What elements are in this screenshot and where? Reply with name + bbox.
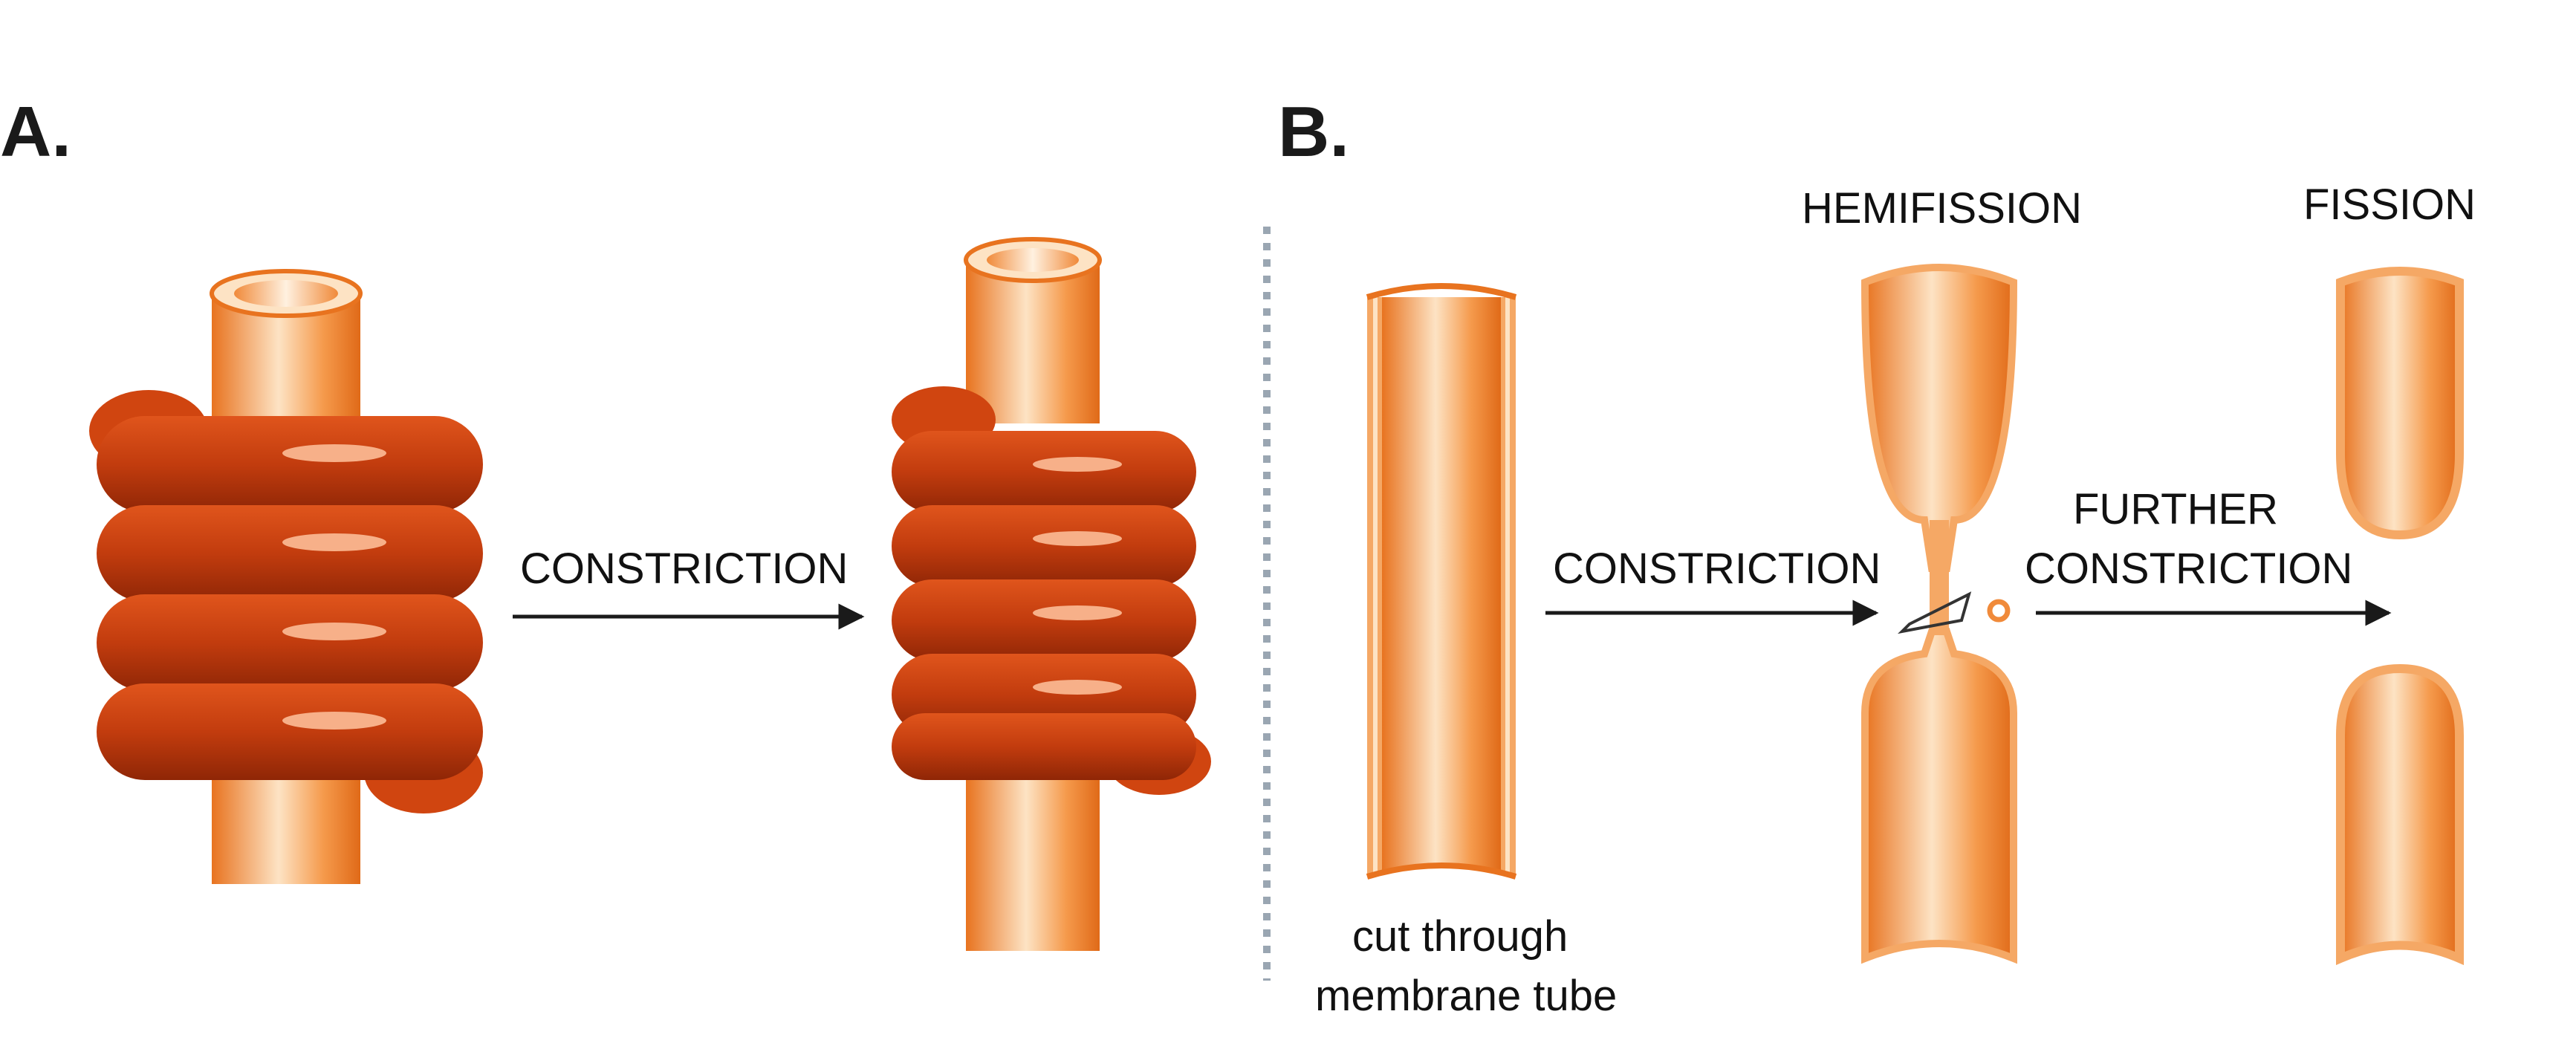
hemifission-inset-circle xyxy=(1987,599,2011,623)
coil-highlight-3 xyxy=(282,623,386,640)
tube-lumen-left-edge xyxy=(1373,297,1378,877)
tube-top-lumen xyxy=(234,280,338,307)
coil-ring-3 xyxy=(892,579,1196,661)
coil-ring-1 xyxy=(892,431,1196,513)
panel-a-arrow-label: CONSTRICTION xyxy=(520,545,848,593)
hemifission-tube xyxy=(1860,264,2018,964)
panel-b-arrow2-label-line1: FURTHER xyxy=(2073,485,2278,533)
tube-top xyxy=(966,260,1100,423)
coil-ring-5 xyxy=(892,713,1196,780)
tube-bottom-edge xyxy=(1366,863,1517,880)
tube-lumen-right-edge xyxy=(1505,297,1510,877)
coil-highlight-4 xyxy=(1033,680,1122,695)
panel-b-arrow1-label: CONSTRICTION xyxy=(1553,545,1881,593)
fission-upper-half xyxy=(2336,267,2464,540)
membrane-tube-cut xyxy=(1366,283,1517,880)
hemifission-upper-half xyxy=(1860,264,2018,572)
coil-ring-1 xyxy=(97,416,483,513)
coil-highlight-3 xyxy=(1033,605,1122,620)
tube-top-edge xyxy=(1366,283,1517,300)
hemifission-lower-half xyxy=(1861,628,2017,964)
coil-ring-3 xyxy=(97,594,483,691)
dynamin-helix-constricted xyxy=(892,237,1211,951)
stage-hemifission-label: HEMIFISSION xyxy=(1802,184,2082,233)
hemifission-plane xyxy=(1898,591,1972,634)
tube-bottom xyxy=(966,773,1100,951)
coil-ring-4 xyxy=(97,683,483,780)
coil-ring-2 xyxy=(892,505,1196,587)
coil-highlight-2 xyxy=(1033,531,1122,546)
coil-highlight-1 xyxy=(1033,457,1122,472)
stage-fission-label: FISSION xyxy=(2303,181,2476,229)
panel-b-letter: B. xyxy=(1278,92,1349,172)
coil-highlight-2 xyxy=(282,533,386,551)
dynamin-helix-relaxed xyxy=(89,269,483,884)
fission-lower-half xyxy=(2336,663,2464,966)
coil-highlight-1 xyxy=(282,444,386,462)
coil-ring-2 xyxy=(97,505,483,602)
coil-highlight-4 xyxy=(282,712,386,730)
fission-vesicles xyxy=(2336,267,2464,966)
panel-b-arrow2-label-line2: CONSTRICTION xyxy=(2025,545,2352,593)
caption-line1: cut through xyxy=(1352,912,1568,961)
panel-a-letter: A. xyxy=(0,92,71,172)
tube-top-lumen xyxy=(987,248,1079,272)
caption-line2: membrane tube xyxy=(1315,972,1617,1020)
tube-inner-layer xyxy=(1382,297,1501,877)
